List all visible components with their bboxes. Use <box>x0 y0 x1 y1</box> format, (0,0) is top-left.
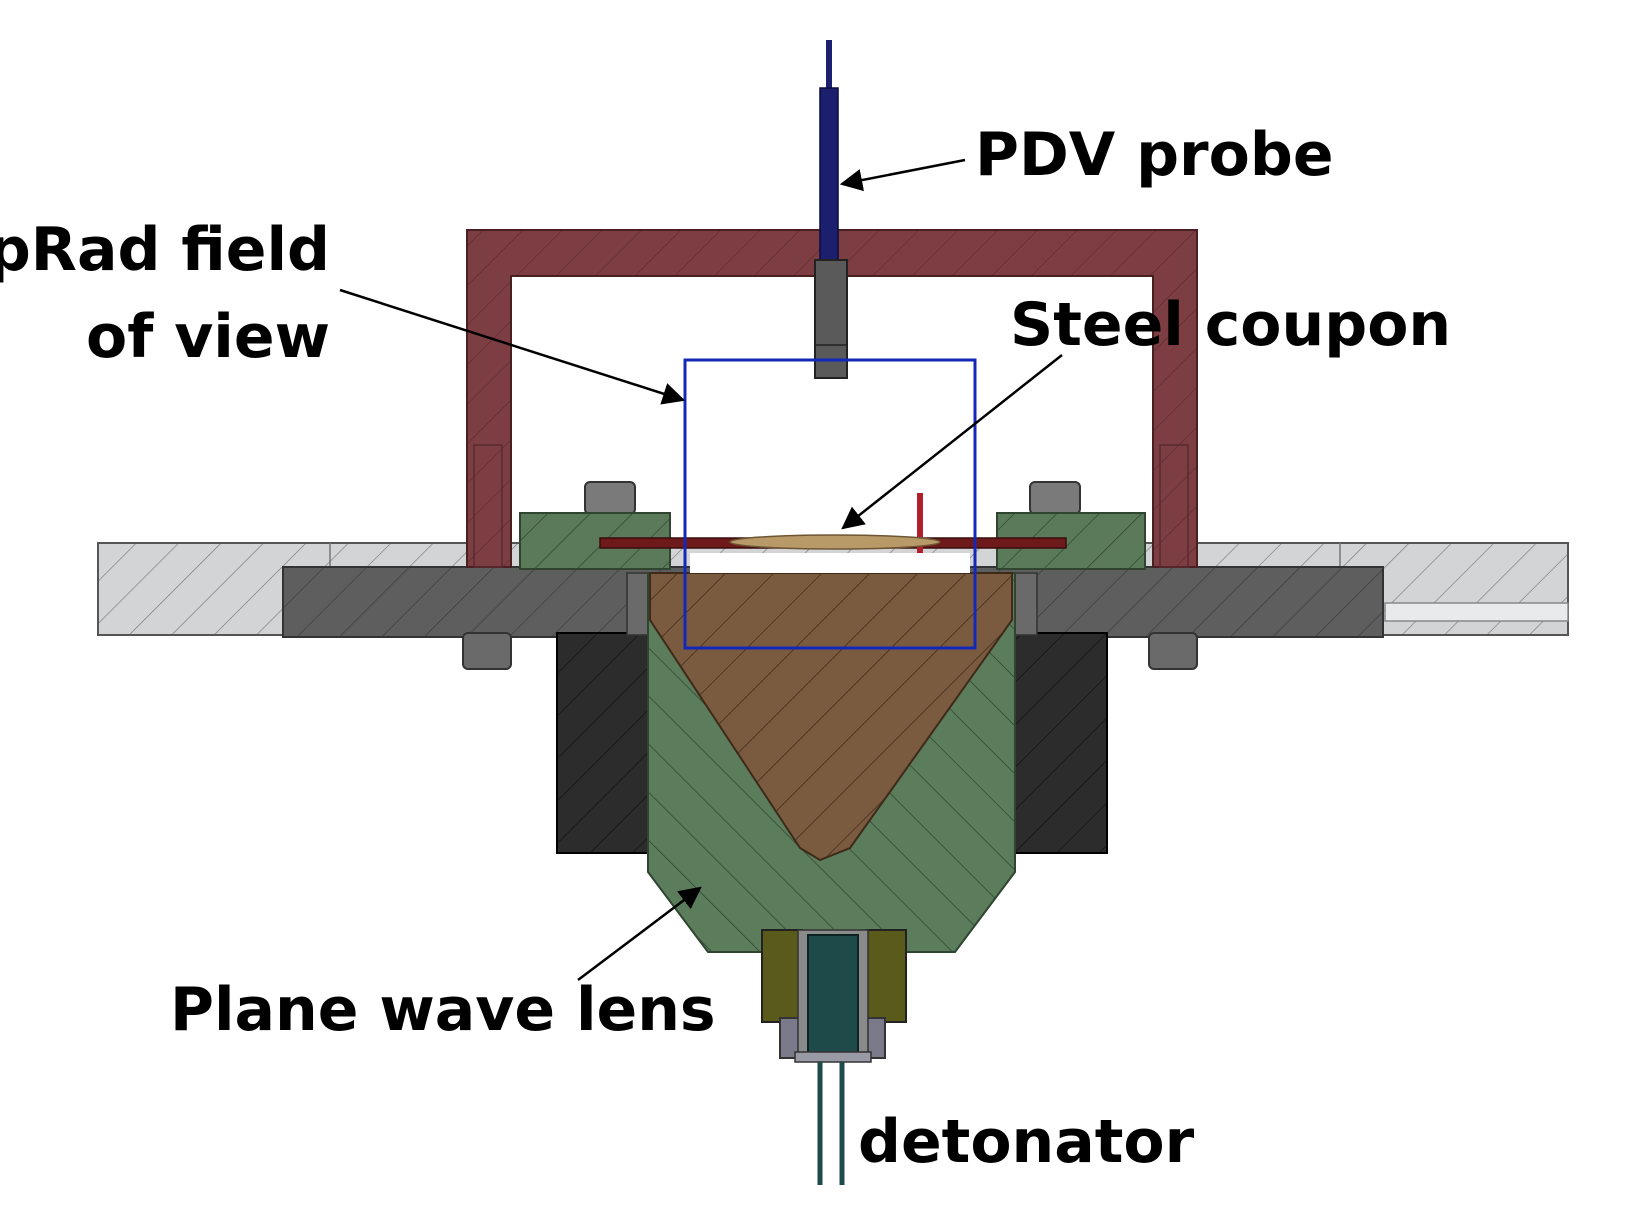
detonator-assembly <box>761 929 907 1185</box>
pdv-probe-label: PDV probe <box>975 120 1334 190</box>
steel-coupon <box>729 534 941 550</box>
pdv-probe <box>814 40 848 379</box>
plane-wave-lens-label: Plane wave lens <box>170 975 716 1045</box>
prad-fov-arrow <box>339 288 686 405</box>
prad-field-of-view-box <box>683 358 977 650</box>
leader-lines <box>339 158 1063 981</box>
bolts <box>462 481 1198 670</box>
prad-fov-label-line2: of view <box>86 302 330 372</box>
lens-window <box>690 553 970 573</box>
side-blocks <box>556 632 1108 854</box>
lens-rim <box>626 572 1038 636</box>
plane-wave-lens-arrow <box>577 886 702 981</box>
plane-wave-lens-inner <box>649 572 1013 862</box>
steel-coupon-label: Steel coupon <box>1010 290 1451 360</box>
pdv-probe-arrow <box>839 158 966 192</box>
steel-coupon-arrow <box>841 354 1063 530</box>
prad-fov-label-line1: pRad field <box>0 215 330 285</box>
support-frame <box>466 229 1198 568</box>
detonator-label: detonator <box>858 1107 1195 1177</box>
